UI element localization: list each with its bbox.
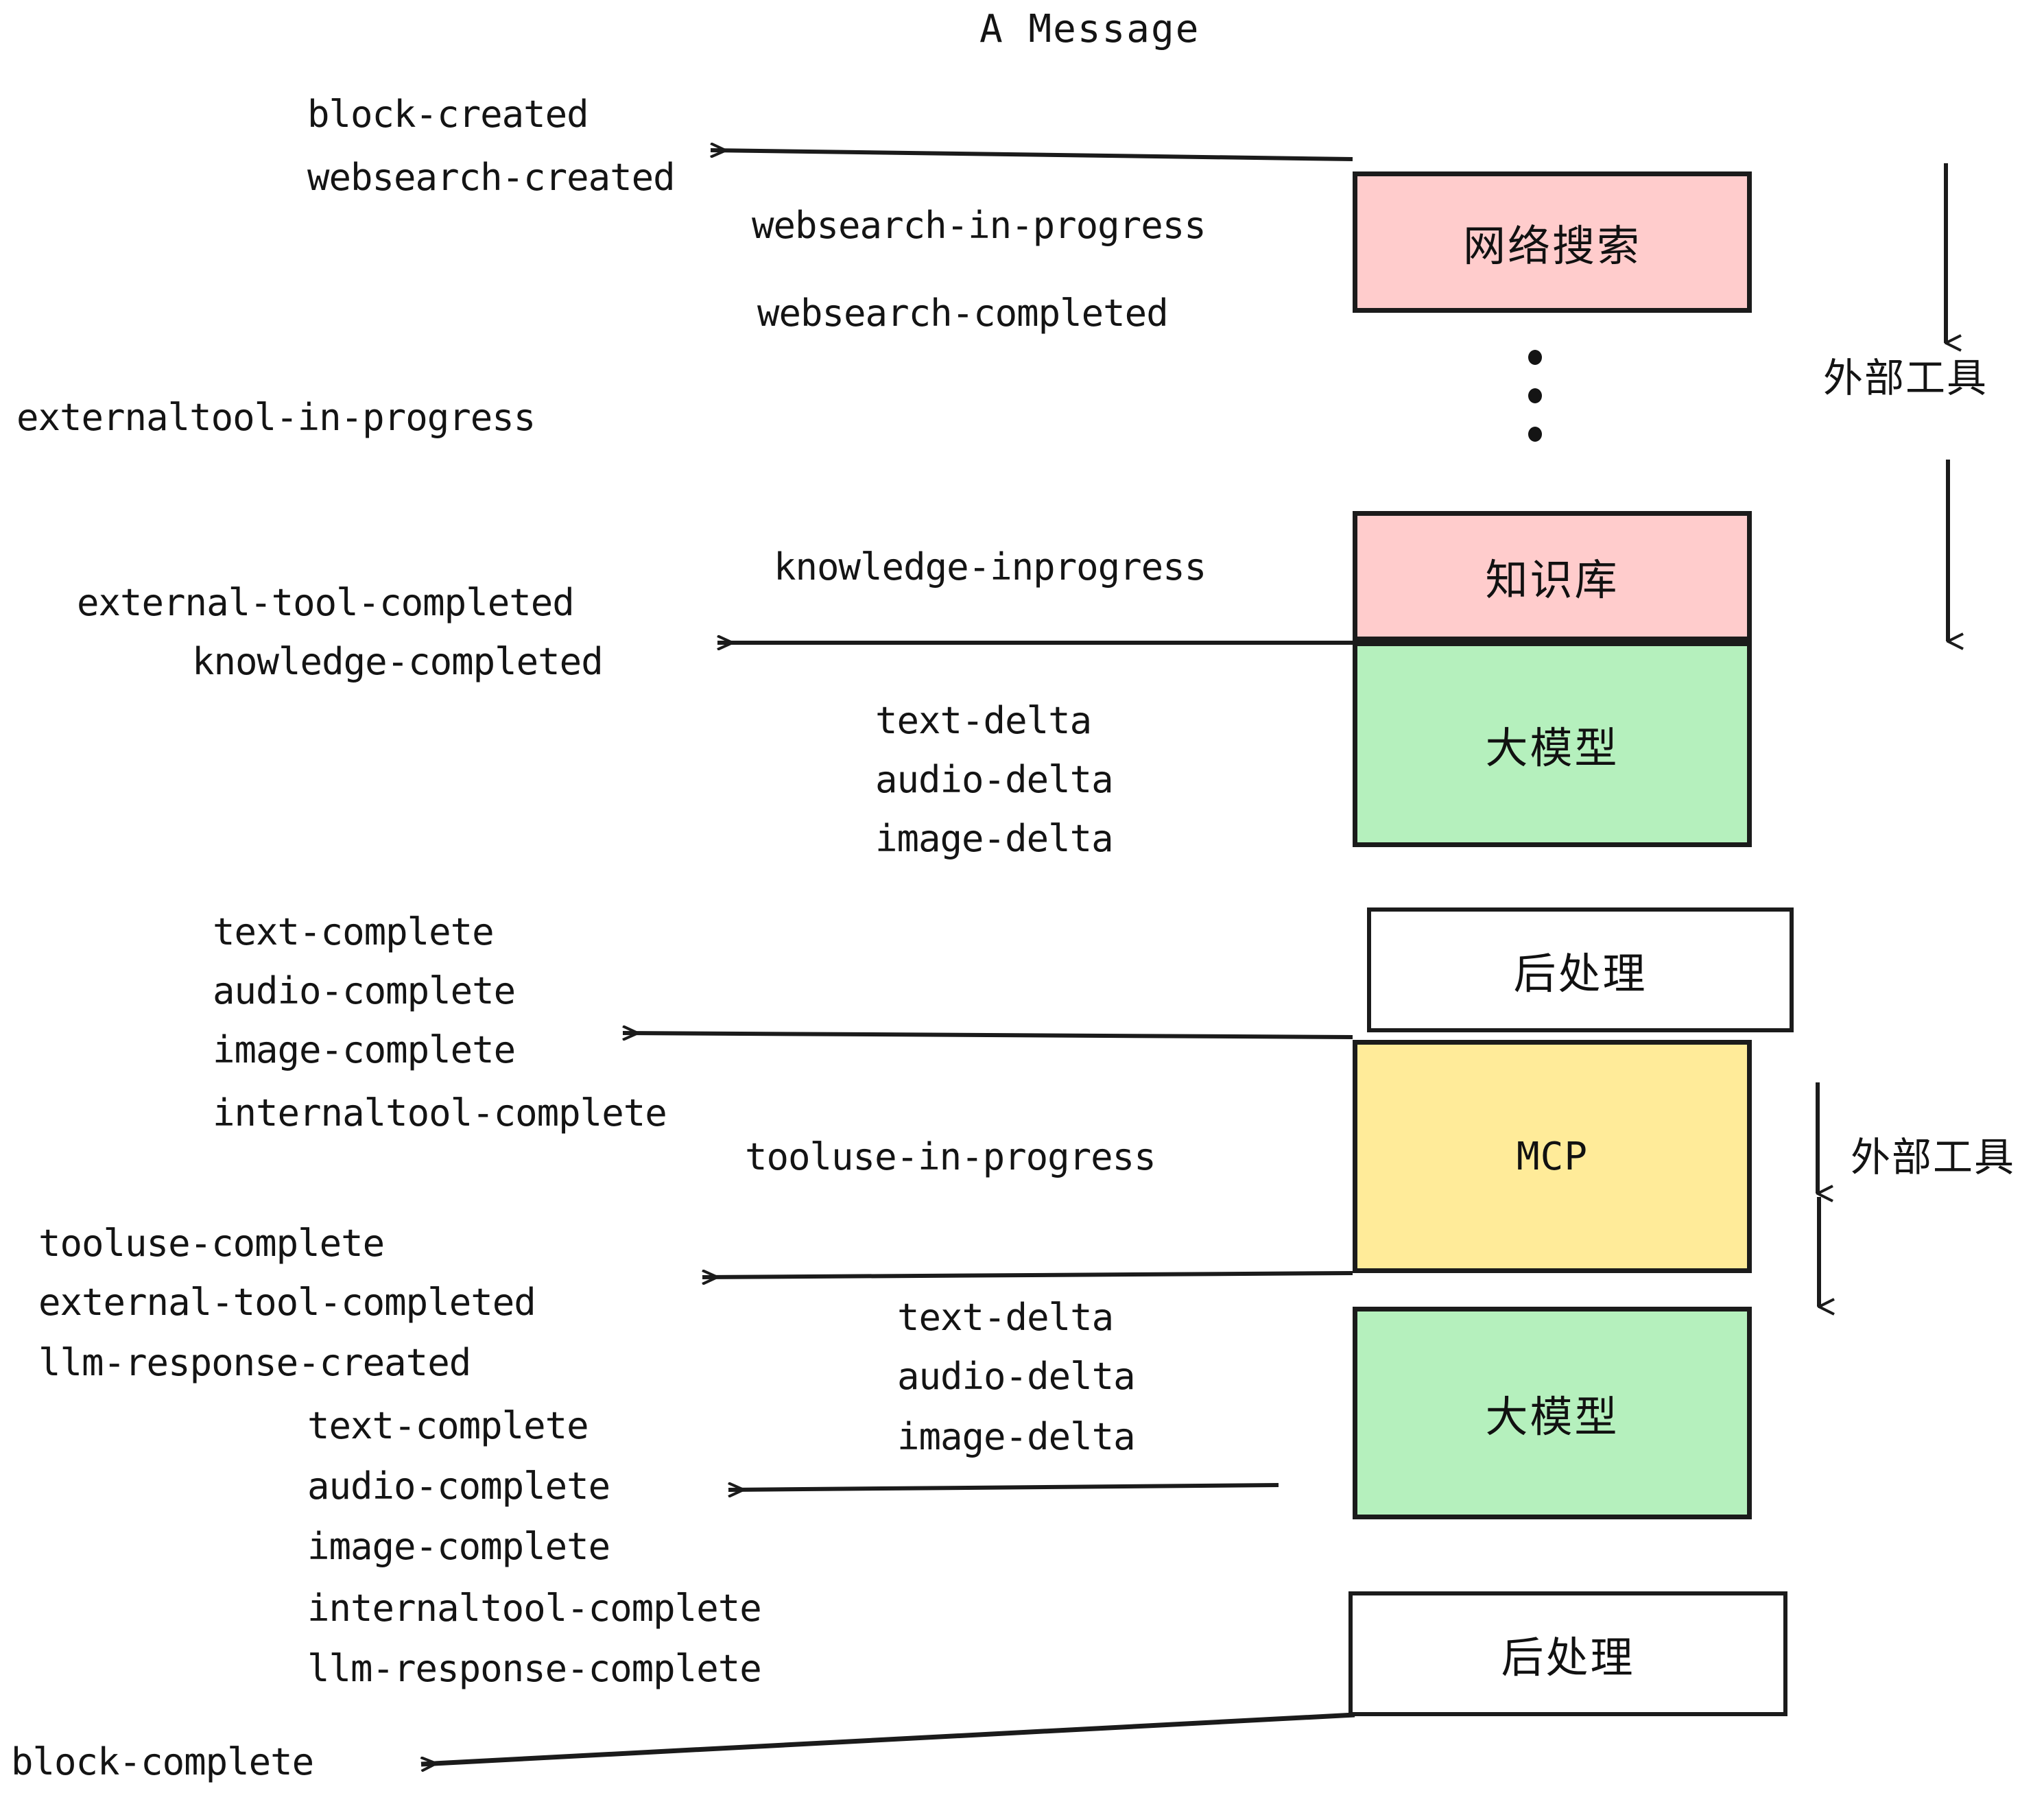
- box-knowledge[interactable]: 知识库: [1353, 511, 1752, 641]
- event-internaltool-complete-2: internaltool-complete: [307, 1587, 762, 1630]
- arrow-websearch-to-blockcreated: [711, 150, 1353, 161]
- event-externaltool-in-progress: externaltool-in-progress: [16, 396, 536, 439]
- event-audio-complete-2: audio-complete: [307, 1464, 610, 1508]
- event-audio-complete-1: audio-complete: [213, 969, 516, 1012]
- box-llm-1-label: 大模型: [1485, 723, 1619, 773]
- box-postprocess-1[interactable]: 后处理: [1367, 907, 1794, 1032]
- box-llm-1[interactable]: 大模型: [1353, 641, 1752, 847]
- box-llm-2-label: 大模型: [1485, 1392, 1619, 1442]
- arrow-mcp-to-tooluse-complete: [702, 1273, 1353, 1277]
- arrow-postprocess1-to-imagecomplete: [623, 1033, 1353, 1037]
- event-internaltool-complete-1: internaltool-complete: [213, 1091, 667, 1135]
- external-tool-label-top: 外部工具: [1823, 355, 1988, 401]
- event-text-delta-2: text-delta: [897, 1296, 1114, 1339]
- box-mcp-label: MCP: [1516, 1134, 1589, 1179]
- box-websearch[interactable]: 网络搜索: [1353, 171, 1752, 313]
- event-websearch-created: websearch-created: [307, 156, 676, 199]
- event-external-tool-completed-1: external-tool-completed: [77, 581, 575, 624]
- event-websearch-completed: websearch-completed: [757, 292, 1169, 335]
- event-image-delta-1: image-delta: [875, 817, 1114, 860]
- box-llm-2[interactable]: 大模型: [1353, 1307, 1752, 1519]
- event-image-complete-1: image-complete: [213, 1028, 516, 1071]
- event-external-tool-completed-2: external-tool-completed: [38, 1281, 536, 1324]
- event-text-complete-1: text-complete: [213, 910, 495, 953]
- box-mcp[interactable]: MCP: [1353, 1040, 1752, 1273]
- arrow-llm2-to-audiocomplete: [728, 1485, 1279, 1490]
- box-websearch-label: 网络搜索: [1462, 221, 1641, 271]
- event-websearch-in-progress: websearch-in-progress: [752, 204, 1207, 247]
- event-image-complete-2: image-complete: [307, 1525, 610, 1568]
- event-knowledge-inprogress: knowledge-inprogress: [774, 545, 1207, 589]
- external-tool-label-bottom: 外部工具: [1851, 1134, 2016, 1180]
- event-tooluse-complete: tooluse-complete: [38, 1222, 385, 1265]
- event-text-delta-1: text-delta: [875, 699, 1092, 742]
- event-knowledge-completed: knowledge-completed: [192, 640, 604, 683]
- page-title: A Message: [979, 7, 1200, 51]
- event-llm-response-created: llm-response-created: [38, 1341, 471, 1384]
- vertical-ellipsis: [1528, 350, 1542, 442]
- event-text-complete-2: text-complete: [307, 1404, 589, 1447]
- event-tooluse-in-progress: tooluse-in-progress: [745, 1135, 1156, 1178]
- event-llm-response-complete: llm-response-complete: [307, 1647, 762, 1690]
- event-block-created: block-created: [307, 93, 589, 136]
- box-postprocess-2-label: 后处理: [1501, 1633, 1635, 1683]
- box-postprocess-1-label: 后处理: [1513, 949, 1648, 999]
- box-knowledge-label: 知识库: [1485, 555, 1619, 605]
- event-block-complete: block-complete: [11, 1740, 314, 1783]
- box-postprocess-2[interactable]: 后处理: [1348, 1591, 1787, 1716]
- event-audio-delta-1: audio-delta: [875, 758, 1114, 801]
- event-audio-delta-2: audio-delta: [897, 1355, 1136, 1398]
- event-image-delta-2: image-delta: [897, 1415, 1136, 1458]
- arrow-postprocess2-to-blockcomplete: [421, 1712, 1355, 1764]
